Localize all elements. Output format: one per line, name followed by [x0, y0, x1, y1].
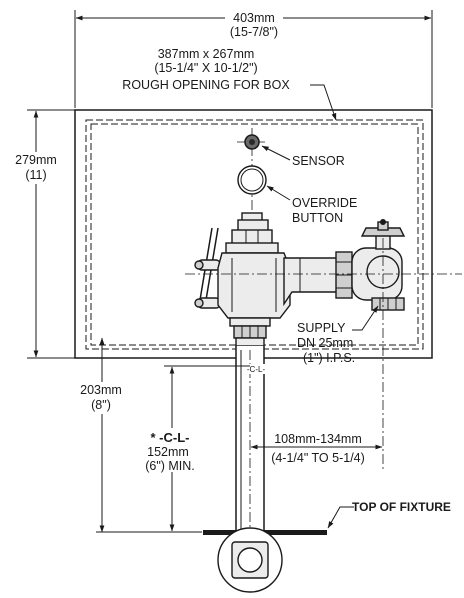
supply-label-line3: (1") I.P.S. — [303, 351, 355, 365]
sensor-icon — [244, 134, 260, 150]
overall-height-dimension: 279mm (11) — [8, 109, 75, 359]
rough-opening-size-mm: 387mm x 267mm — [158, 47, 255, 61]
centerline-min-dimension: * -C-L- 152mm (6") MIN. — [138, 365, 250, 532]
override-label-line1: OVERRIDE — [292, 196, 357, 210]
fixture-spud — [217, 527, 283, 593]
rough-opening-text: ROUGH OPENING FOR BOX — [122, 78, 290, 92]
top-of-fixture-label: TOP OF FIXTURE — [352, 500, 451, 514]
rough-opening-label: 387mm x 267mm (15-1/4" X 10-1/2") ROUGH … — [122, 47, 337, 121]
sensor-label: SENSOR — [292, 154, 345, 168]
offset-range-in: (4-1/4" TO 5-1/4) — [271, 451, 365, 465]
offset-range-mm: 108mm-134mm — [274, 432, 362, 446]
fixture-height-mm: 203mm — [80, 383, 122, 397]
fixture-height-dimension: 203mm (8") — [76, 337, 202, 533]
supply-label-line2: DN 25mm — [297, 336, 353, 350]
rough-opening-size-in: (15-1/4" X 10-1/2") — [154, 61, 257, 75]
centerline-min-in: (6") MIN. — [145, 459, 195, 473]
overall-height-mm: 279mm — [15, 153, 57, 167]
overall-width-mm: 403mm — [233, 11, 275, 25]
override-button-icon — [237, 165, 267, 195]
centerline-min-label: * -C-L- — [151, 430, 190, 445]
flushometer-valve — [194, 212, 406, 347]
overall-width-in: (15-7/8") — [230, 25, 278, 39]
supply-label-line1: SUPPLY — [297, 321, 346, 335]
overall-width-dimension: 403mm (15-7/8") — [74, 10, 433, 108]
override-label-line2: BUTTON — [292, 211, 343, 225]
overall-height-in: (11) — [25, 168, 46, 182]
centerline-mark: -C-L- — [247, 365, 266, 374]
fixture-height-in: (8") — [91, 398, 111, 412]
centerline-min-mm: 152mm — [147, 445, 189, 459]
offset-range-dimension: 108mm-134mm (4-1/4" TO 5-1/4) — [250, 432, 383, 465]
